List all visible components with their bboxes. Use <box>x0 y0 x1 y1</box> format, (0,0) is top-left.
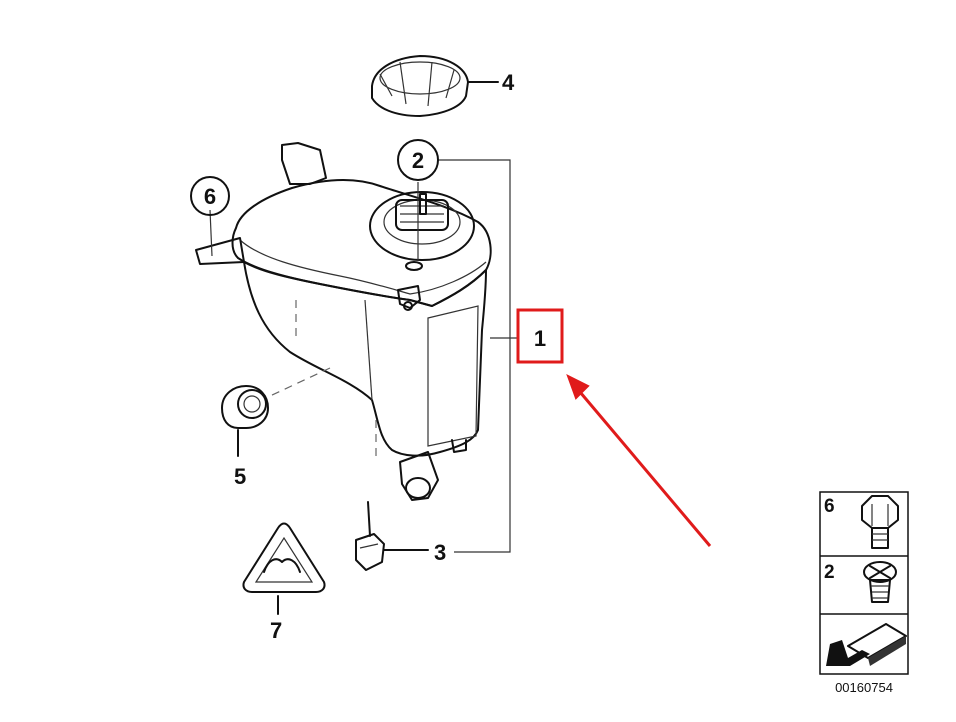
callout-6[interactable]: 6 <box>190 176 230 216</box>
legend-2-label: 2 <box>824 562 835 583</box>
callout-2-label: 2 <box>412 148 424 173</box>
filler-cap[interactable] <box>371 55 499 117</box>
level-sensor[interactable] <box>355 501 429 571</box>
diagram-id: 00160754 <box>835 680 893 695</box>
legend-row-6: 6 <box>824 495 899 549</box>
callout-5-label[interactable]: 5 <box>234 464 246 489</box>
callout-1-highlight[interactable]: 1 <box>516 308 564 364</box>
expansion-tank[interactable] <box>195 142 492 501</box>
cross-screw-icon <box>863 561 897 603</box>
callout-3-label[interactable]: 3 <box>434 540 446 565</box>
callout-7-label[interactable]: 7 <box>270 618 282 643</box>
red-arrow-icon <box>566 373 712 547</box>
callout-2[interactable]: 2 <box>397 139 439 181</box>
callout-4-label[interactable]: 4 <box>502 70 515 95</box>
rubber-grommet[interactable] <box>221 385 269 457</box>
hex-bolt-icon <box>861 495 899 549</box>
direction-arrow-icon <box>826 623 907 666</box>
warning-label-triangle[interactable] <box>242 522 326 615</box>
fastener-legend: 6 2 <box>819 491 909 675</box>
legend-6-label: 6 <box>824 496 835 517</box>
legend-row-2: 2 <box>824 561 897 603</box>
callout-6-label: 6 <box>204 184 216 209</box>
leader-lines <box>209 159 520 553</box>
callout-1-label: 1 <box>534 326 546 351</box>
